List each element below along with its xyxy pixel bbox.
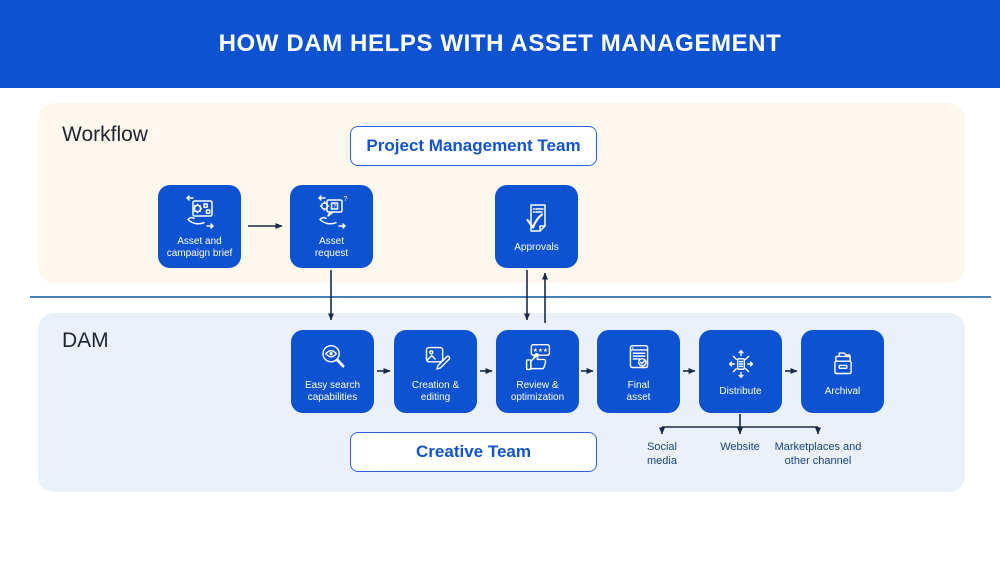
magnifier-eye-icon — [314, 339, 352, 377]
node-label: Distribute — [719, 386, 762, 397]
hand-campaign-board-icon — [180, 193, 220, 233]
image-pencil-icon — [417, 339, 455, 377]
node-creation-editing: Creation & editing — [394, 330, 477, 413]
node-distribute: Distribute — [699, 330, 782, 413]
header-bar: HOW DAM HELPS WITH ASSET MANAGEMENT — [0, 0, 1000, 88]
badge-label: Creative Team — [416, 442, 531, 461]
node-asset-campaign-brief: Asset and campaign brief — [158, 185, 241, 268]
page-title: HOW DAM HELPS WITH ASSET MANAGEMENT — [218, 30, 782, 57]
document-verified-icon — [620, 339, 658, 377]
hand-question-bubble-icon: ? ? — [312, 193, 352, 233]
node-label: Review & optimization — [510, 380, 565, 403]
archive-box-icon — [824, 345, 862, 383]
node-label: Asset and campaign brief — [166, 236, 233, 259]
document-checkmark-icon — [517, 199, 557, 239]
node-label: Archival — [824, 386, 861, 397]
node-final-asset: Final asset — [597, 330, 680, 413]
node-label: Asset request — [314, 236, 349, 259]
node-approvals: Approvals — [495, 185, 578, 268]
svg-text:★★★: ★★★ — [532, 347, 547, 354]
badge-label: Project Management Team — [366, 136, 581, 155]
dam-section-label: DAM — [62, 329, 109, 352]
svg-text:?: ? — [343, 196, 347, 203]
node-easy-search: Easy search capabilities — [291, 330, 374, 413]
thumbs-up-stars-icon: ★★★ — [519, 339, 557, 377]
node-review-optimization: ★★★ Review & optimization — [496, 330, 579, 413]
svg-text:?: ? — [332, 204, 335, 210]
node-archival: Archival — [801, 330, 884, 413]
node-label: Easy search capabilities — [304, 380, 361, 403]
node-asset-request: ? ? Asset request — [290, 185, 373, 268]
node-label: Final asset — [626, 380, 651, 403]
channel-social-media: Social media — [647, 441, 677, 467]
project-management-team-badge: Project Management Team — [350, 126, 597, 166]
workflow-section-label: Workflow — [62, 123, 148, 146]
radiating-document-icon — [722, 345, 760, 383]
creative-team-badge: Creative Team — [350, 432, 597, 472]
channel-marketplaces: Marketplaces and other channel — [774, 441, 862, 467]
channel-website: Website — [720, 441, 760, 453]
node-label: Approvals — [514, 242, 559, 253]
node-label: Creation & editing — [411, 380, 460, 403]
